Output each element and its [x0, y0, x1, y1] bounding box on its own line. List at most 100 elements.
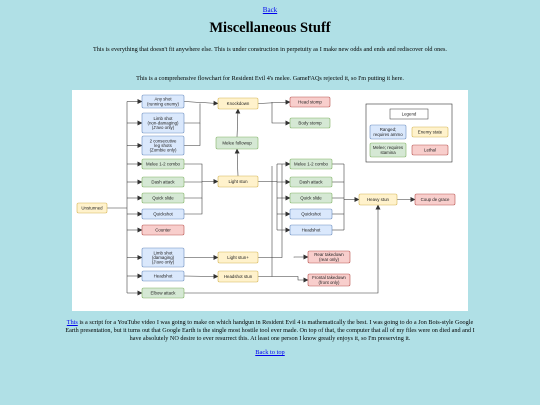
node-light-stun-plus-label: Light stun+ — [227, 255, 249, 260]
node-legend-enemy: Enemy state — [411, 126, 449, 138]
node-melee12-a: Melee 1-2 combo — [141, 158, 185, 170]
node-headshot-stun-box — [217, 270, 259, 283]
node-quick-slide-b-label: Quick slide — [300, 196, 322, 201]
node-melee12-a-box — [141, 158, 185, 170]
node-coup-label: Coup de grace — [421, 197, 450, 202]
node-quick-slide-a: Quick slide — [141, 192, 185, 204]
node-legend-enemy-box — [411, 126, 449, 138]
node-two-leg-box — [141, 135, 185, 156]
node-legend-ranged-label: requires ammo — [373, 132, 403, 137]
edge-elbow-heavy — [184, 204, 381, 294]
node-frontal-takedown-label: Frontal takedown — [312, 275, 346, 280]
node-legend-melee-label: stamina — [380, 150, 396, 155]
node-two-leg-label: 2 consecutive — [150, 138, 177, 143]
node-melee-followup-box — [215, 136, 259, 150]
node-elbow: Elbow attack — [141, 287, 185, 299]
node-head-stomp-box — [289, 96, 331, 108]
edge-knockdown-headstomp — [257, 99, 291, 105]
node-light-stun-box — [217, 175, 259, 188]
node-elbow-box — [141, 287, 185, 299]
edge-qs-lightstun — [184, 198, 203, 215]
node-dash-a: Dash attack — [141, 176, 185, 188]
node-body-stomp-box — [289, 117, 331, 129]
node-dash-b-box — [289, 176, 333, 188]
legend-title: Legend — [402, 112, 417, 117]
video-script-paragraph: This is a script for a YouTube video I w… — [60, 319, 480, 343]
node-legend-enemy-label: Enemy state — [418, 130, 443, 135]
intro-text: This is everything that doesn't fit anyw… — [93, 46, 447, 53]
node-light-stun-plus-box — [217, 251, 259, 264]
node-quick-slide-a-box — [141, 192, 185, 204]
node-headshot-stun-label: Headshot stun — [224, 274, 253, 279]
node-unstunned-box — [76, 202, 108, 214]
node-frontal-takedown-label: (front only) — [319, 280, 341, 285]
node-head-stomp-label: Head stomp — [298, 100, 322, 105]
node-body-stomp-label: Body stomp — [298, 121, 322, 126]
node-dash-a-label: Dash attack — [151, 180, 175, 185]
node-limb-shot-d-label: (damaging) — [152, 255, 175, 260]
video-script-description: is a script for a YouTube video I was go… — [65, 319, 475, 342]
node-headshot-b: Headshot — [289, 224, 333, 236]
node-quickshot-b-box — [289, 208, 333, 220]
edge-lsplus-rear — [293, 254, 309, 260]
node-any-shot-box — [141, 94, 185, 109]
node-legend-ranged-box — [369, 124, 407, 140]
video-script-link[interactable]: This — [66, 319, 78, 326]
node-melee-followup-label: Melee followup — [222, 141, 252, 146]
node-melee12-a-label: Melee 1-2 combo — [146, 162, 180, 167]
node-quickshot-a: Quickshot — [141, 208, 185, 220]
node-legend-lethal: Lethal — [411, 144, 449, 156]
node-quickshot-b-label: Quickshot — [301, 212, 321, 217]
node-headshot-b-label: Headshot — [302, 228, 322, 233]
back-link[interactable]: Back — [262, 6, 278, 14]
node-heavy-stun-label: Heavy stun — [367, 197, 390, 202]
node-dash-a-box — [141, 176, 185, 188]
node-limb-shot-nd-label: Limb shot — [153, 116, 173, 121]
node-quick-slide-b-box — [289, 192, 333, 204]
node-rear-takedown-label: (rear only) — [319, 257, 340, 262]
edge-limbnd-knockdown — [184, 103, 201, 124]
node-counter: Counter — [141, 224, 185, 236]
node-heavy-stun: Heavy stun — [358, 193, 398, 206]
node-unstunned-label: Unstunned — [81, 206, 103, 211]
page-title: Miscellaneous Stuff — [209, 20, 331, 36]
node-quickshot-a-label: Quickshot — [153, 212, 173, 217]
node-dash-b-label: Dash attack — [299, 180, 323, 185]
edge-hs-frontal — [258, 276, 309, 283]
node-rear-takedown: Rear takedown(rear only) — [307, 250, 351, 264]
node-knockdown: Knockdown — [217, 97, 259, 110]
node-light-stun-label: Light stun — [228, 179, 248, 184]
edge-lsplus-col2 — [258, 164, 283, 258]
node-legend-ranged-label: Ranged; — [380, 127, 397, 132]
node-light-stun: Light stun — [217, 175, 259, 188]
node-body-stomp: Body stomp — [289, 117, 331, 129]
node-knockdown-label: Knockdown — [227, 101, 250, 106]
flowchart: Unstunned Any shot(running enemy) Limb sho… — [72, 90, 468, 311]
node-quick-slide-b: Quick slide — [289, 192, 333, 204]
node-coup: Coup de grace — [414, 193, 456, 206]
node-melee-followup: Melee followup — [215, 136, 259, 150]
edge-lightstun-followup — [234, 148, 240, 177]
node-rear-takedown-box — [307, 250, 351, 264]
node-any-shot: Any shot(running enemy) — [141, 94, 185, 109]
node-legend-ranged: Ranged;requires ammo — [369, 124, 407, 140]
back-to-top-link[interactable]: Back to top — [255, 349, 285, 356]
node-limb-shot-d-label: Limb shot — [153, 250, 173, 255]
node-headshot-a-box — [141, 270, 185, 282]
node-two-leg-label: (Zombie only) — [150, 148, 177, 153]
node-quickshot-b: Quickshot — [289, 208, 333, 220]
node-coup-box — [414, 193, 456, 206]
node-legend-melee-box — [369, 142, 407, 158]
node-heavy-stun-box — [358, 193, 398, 206]
node-head-stomp: Head stomp — [289, 96, 331, 108]
edge-knockdown-bodystomp — [271, 102, 291, 126]
node-knockdown-box — [217, 97, 259, 110]
node-melee12-b-box — [289, 158, 333, 170]
node-legend-melee-label: Melee; requires — [373, 145, 404, 150]
node-limb-shot-nd: Limb shot(non-damaging)(J'avo only) — [141, 112, 185, 134]
node-frontal-takedown: Frontal takedown(front only) — [307, 273, 351, 287]
node-frontal-takedown-box — [307, 273, 351, 287]
node-limb-shot-nd-label: (J'avo only) — [152, 125, 175, 130]
